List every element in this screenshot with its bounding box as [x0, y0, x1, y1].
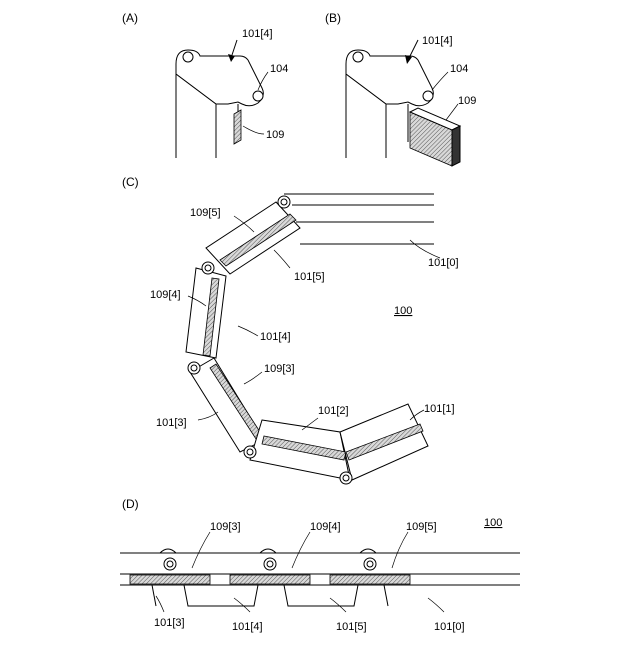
panel-d-ref-label: 100	[484, 517, 502, 529]
panel-b-label: (B)	[325, 11, 341, 25]
panel-c-link-5-label: 101[5]	[294, 271, 325, 283]
panel-c-link-4-label: 101[4]	[260, 331, 291, 343]
panel-d-label: (D)	[122, 497, 139, 511]
strip-109-3	[130, 575, 210, 584]
panel-d-link-3-label: 101[3]	[154, 617, 185, 629]
panel-c-link-2-label: 101[2]	[318, 405, 349, 417]
panel-d-link-4-label: 101[4]	[232, 621, 263, 633]
panel-c-link-0-label: 101[0]	[428, 257, 459, 269]
pin-104-icon	[423, 91, 433, 101]
panel-a-label: (A)	[122, 11, 138, 25]
panel-d-strip-5-label: 109[5]	[406, 521, 437, 533]
mounting-hole-icon	[353, 52, 363, 62]
panel-a-pin-label: 104	[270, 63, 288, 75]
panel-d-strip-3-label: 109[3]	[210, 521, 241, 533]
panel-b: (B) 101[4] 104 109	[325, 11, 476, 166]
panel-d-link-5-label: 101[5]	[336, 621, 367, 633]
panel-c-strip-3-label: 109[3]	[264, 363, 295, 375]
panel-c-link-3-label: 101[3]	[156, 417, 187, 429]
panel-a-link-label: 101[4]	[242, 28, 273, 40]
panel-c-link-1-label: 101[1]	[424, 403, 455, 415]
strip-109-shape	[234, 110, 241, 144]
panel-d-chain-drawing	[120, 532, 520, 612]
strip-109-4	[230, 575, 310, 584]
panel-c-chain-drawing	[186, 194, 440, 484]
panel-b-link-label: 101[4]	[422, 35, 453, 47]
panel-c-strip-4-label: 109[4]	[150, 289, 181, 301]
strip-109-5	[330, 575, 410, 584]
panel-b-strip-label: 109	[458, 95, 476, 107]
panel-a-link-drawing	[176, 40, 268, 158]
panel-c-label: (C)	[122, 175, 139, 189]
panel-b-link-drawing	[346, 40, 460, 166]
panel-d: (D)	[120, 497, 520, 633]
panel-b-pin-label: 104	[450, 63, 468, 75]
panel-a-strip-label: 109	[266, 129, 284, 141]
pin-104-icon	[253, 91, 263, 101]
panel-d-link-0-label: 101[0]	[434, 621, 465, 633]
mounting-hole-icon	[183, 52, 193, 62]
panel-c-ref-label: 100	[394, 305, 412, 317]
panel-d-strip-4-label: 109[4]	[310, 521, 341, 533]
panel-c-strip-5-label: 109[5]	[190, 207, 221, 219]
panel-c: (C)	[122, 175, 459, 484]
panel-a: (A) 101[4] 104 109	[122, 11, 288, 158]
